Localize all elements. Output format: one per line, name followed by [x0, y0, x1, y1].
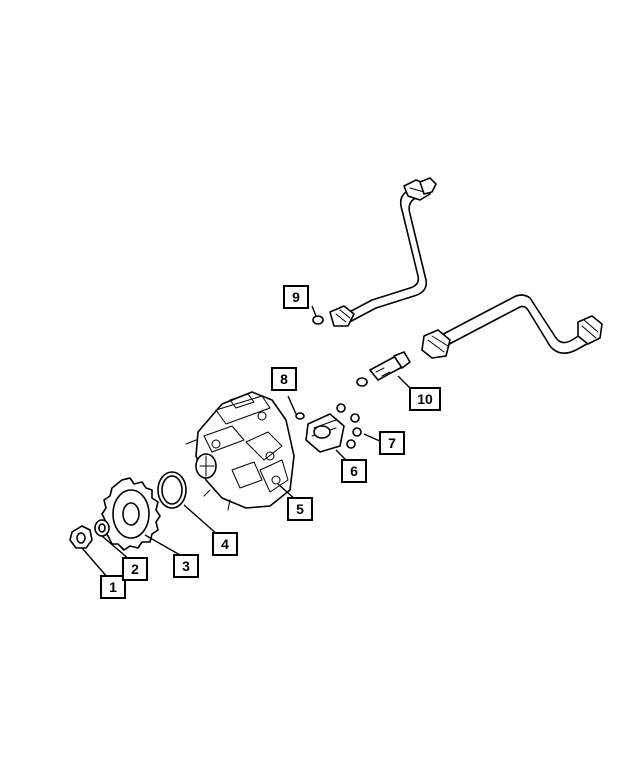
- callout-label: 8: [280, 371, 288, 387]
- callout-3: 3: [173, 554, 199, 578]
- callout-label: 10: [417, 391, 433, 407]
- pump-gasket: [157, 471, 187, 509]
- callout-10: 10: [409, 387, 441, 411]
- screws: [336, 403, 362, 449]
- callout-4: 4: [212, 532, 238, 556]
- o-ring-9: [312, 315, 324, 325]
- callout-label: 3: [182, 558, 190, 574]
- long-fuel-line: [421, 294, 603, 359]
- callout-label: 1: [109, 579, 117, 595]
- callout-1: 1: [100, 575, 126, 599]
- washer: [94, 519, 110, 537]
- pressure-sensor: [356, 351, 411, 387]
- callout-label: 5: [296, 501, 304, 517]
- callout-7: 7: [379, 431, 405, 455]
- callout-9: 9: [283, 285, 309, 309]
- callout-2: 2: [122, 557, 148, 581]
- gear-nut: [69, 525, 93, 549]
- leader-lines: [81, 305, 413, 579]
- callout-label: 6: [350, 463, 358, 479]
- callout-8: 8: [271, 367, 297, 391]
- callout-label: 7: [388, 435, 396, 451]
- upper-fuel-line: [329, 177, 437, 327]
- callout-label: 2: [131, 561, 139, 577]
- callout-label: 4: [221, 536, 229, 552]
- pump-drive-gear: [101, 477, 161, 551]
- callout-label: 9: [292, 289, 300, 305]
- callout-6: 6: [341, 459, 367, 483]
- callout-5: 5: [287, 497, 313, 521]
- o-ring-8: [295, 412, 305, 420]
- fuel-injection-pump: [185, 391, 295, 511]
- control-valve: [305, 413, 345, 453]
